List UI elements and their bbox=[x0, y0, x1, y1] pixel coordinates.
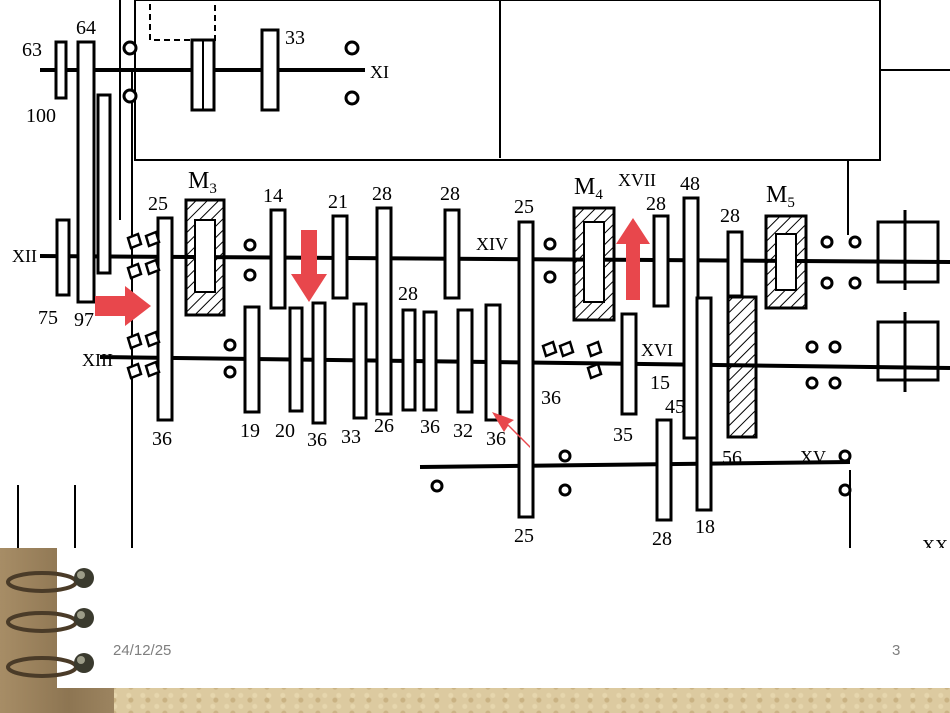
svg-text:15: 15 bbox=[650, 372, 670, 394]
svg-text:XVI: XVI bbox=[641, 340, 673, 360]
svg-text:XIII: XIII bbox=[82, 350, 113, 370]
svg-text:28: 28 bbox=[646, 193, 666, 215]
svg-text:XV: XV bbox=[800, 447, 826, 467]
svg-text:28: 28 bbox=[720, 205, 740, 227]
binder-ring-icon bbox=[6, 608, 94, 633]
transmission-schematic: 63 64 100 33 75 97 25 36 14 19 20 36 21 … bbox=[12, 0, 950, 548]
svg-text:36: 36 bbox=[152, 428, 172, 450]
svg-text:XX: XX bbox=[922, 536, 948, 548]
svg-text:28: 28 bbox=[372, 183, 392, 205]
gear-transmission-diagram: 63 64 100 33 75 97 25 36 14 19 20 36 21 … bbox=[0, 0, 950, 548]
notebook-page bbox=[57, 548, 950, 688]
svg-text:64: 64 bbox=[76, 17, 96, 39]
svg-text:14: 14 bbox=[263, 185, 283, 207]
svg-text:25: 25 bbox=[514, 196, 534, 218]
svg-text:56: 56 bbox=[722, 447, 742, 469]
svg-text:32: 32 bbox=[453, 420, 473, 442]
svg-text:18: 18 bbox=[695, 516, 715, 538]
svg-text:M5: M5 bbox=[766, 182, 795, 211]
svg-text:XIV: XIV bbox=[476, 234, 508, 254]
svg-text:36: 36 bbox=[420, 416, 440, 438]
slide-date: 24/12/25 bbox=[113, 642, 172, 659]
svg-text:35: 35 bbox=[613, 424, 633, 446]
svg-text:XII: XII bbox=[12, 246, 37, 266]
svg-text:75: 75 bbox=[38, 307, 58, 329]
svg-text:28: 28 bbox=[652, 528, 672, 548]
svg-text:33: 33 bbox=[285, 27, 305, 49]
binder-ring-icon bbox=[6, 653, 94, 678]
svg-text:28: 28 bbox=[398, 283, 418, 305]
svg-text:28: 28 bbox=[440, 183, 460, 205]
arrow-up-icon bbox=[616, 218, 650, 300]
slide-page-number: 3 bbox=[892, 642, 901, 659]
svg-text:19: 19 bbox=[240, 420, 260, 442]
svg-text:45: 45 bbox=[665, 396, 685, 418]
svg-text:36: 36 bbox=[486, 428, 506, 450]
flow-arrows bbox=[95, 218, 650, 448]
svg-text:25: 25 bbox=[148, 193, 168, 215]
arrow-right-icon bbox=[95, 286, 151, 326]
svg-text:M3: M3 bbox=[188, 168, 217, 197]
svg-text:36: 36 bbox=[541, 387, 561, 409]
svg-text:63: 63 bbox=[22, 39, 42, 61]
svg-text:26: 26 bbox=[374, 415, 394, 437]
svg-text:48: 48 bbox=[680, 173, 700, 195]
binder-ring-icon bbox=[6, 568, 94, 593]
svg-text:XI: XI bbox=[370, 62, 389, 82]
arrow-diagonal-icon bbox=[492, 412, 530, 448]
svg-text:XVII: XVII bbox=[618, 170, 656, 190]
svg-text:21: 21 bbox=[328, 191, 348, 213]
svg-text:100: 100 bbox=[26, 105, 56, 127]
svg-text:25: 25 bbox=[514, 525, 534, 547]
arrow-down-icon bbox=[291, 230, 327, 302]
svg-text:20: 20 bbox=[275, 420, 295, 442]
svg-text:33: 33 bbox=[341, 426, 361, 448]
svg-text:36: 36 bbox=[307, 429, 327, 451]
svg-text:97: 97 bbox=[74, 309, 94, 331]
svg-text:M4: M4 bbox=[574, 174, 603, 203]
